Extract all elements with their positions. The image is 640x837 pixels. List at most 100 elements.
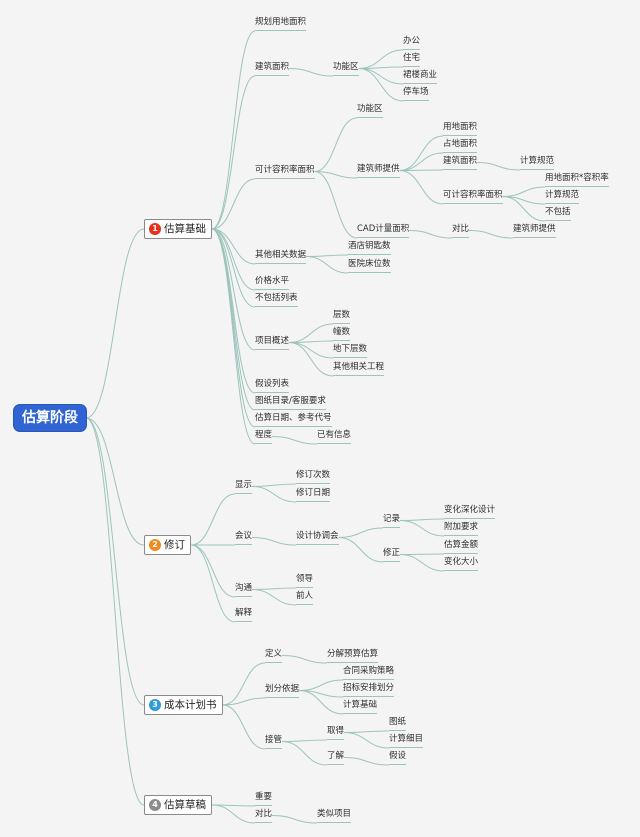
node-revision-count[interactable]: 修订次数 (296, 469, 331, 484)
node-far-sub-area[interactable]: 可计容积率面积 (443, 189, 503, 204)
node-similar-projects[interactable]: 类似项目 (317, 808, 352, 823)
connector-node-compare-to-node-architect-provided-2 (469, 230, 514, 239)
node-land-use-area[interactable]: 用地面积 (443, 121, 478, 136)
node-far-area[interactable]: 可计容积率面积 (255, 164, 315, 179)
node-previous[interactable]: 前人 (296, 590, 314, 605)
number-3-icon: 3 (149, 699, 161, 711)
connector-node-far-building-area-to-node-calc-rule-1 (477, 162, 521, 171)
connector-node-project-overview-to-node-floors (289, 323, 334, 343)
node-far-function-zone[interactable]: 功能区 (357, 103, 383, 118)
node-calc-rule-1[interactable]: 计算规范 (520, 155, 555, 170)
number-4-icon: 4 (149, 799, 161, 811)
node-obtain[interactable]: 取得 (327, 725, 345, 740)
connector-branch-estimate-basis-to-node-building-area (211, 75, 256, 230)
node-estimate-date[interactable]: 估算日期、参考代号 (255, 412, 332, 427)
node-display[interactable]: 显示 (235, 479, 253, 494)
node-leader[interactable]: 领导 (296, 573, 314, 588)
node-calc-basis[interactable]: 计算基础 (343, 699, 378, 714)
branch-label: 估算基础 (164, 223, 206, 235)
node-parking[interactable]: 停车场 (403, 86, 429, 101)
connector-branch-revision-to-node-display (190, 493, 236, 546)
connector-node-communicate-to-node-previous (252, 589, 297, 606)
node-building-area[interactable]: 建筑面积 (255, 61, 290, 76)
node-project-overview[interactable]: 项目概述 (255, 335, 290, 350)
node-other-works[interactable]: 其他相关工程 (333, 361, 385, 376)
node-housing[interactable]: 住宅 (403, 52, 421, 67)
node-important[interactable]: 重要 (255, 791, 273, 806)
node-excluded[interactable]: 不包括 (545, 206, 571, 221)
connector-node-far-area-to-node-cad-area (314, 171, 358, 239)
connector-branch-revision-to-node-explain (190, 544, 236, 623)
node-definition[interactable]: 定义 (265, 648, 283, 663)
node-assumptions[interactable]: 假设列表 (255, 378, 290, 393)
node-record[interactable]: 记录 (383, 513, 401, 528)
node-footprint-area[interactable]: 占地面积 (443, 138, 478, 153)
connector-branch-cost-plan-to-node-division-basis (222, 697, 266, 706)
connector-node-takeover-to-node-understand (282, 741, 328, 766)
connector-node-architect-provided-to-node-far-building-area (399, 169, 444, 171)
node-cad-area[interactable]: CAD计量面积 (357, 223, 410, 238)
connector-node-architect-provided-to-node-land-use-area (399, 135, 444, 171)
node-meeting[interactable]: 会议 (235, 530, 253, 545)
connector-branch-estimate-basis-to-node-far-area (211, 178, 256, 230)
node-calc-details[interactable]: 计算细目 (389, 733, 424, 748)
node-basement-floors[interactable]: 地下层数 (333, 343, 368, 358)
node-contract-strategy[interactable]: 合同采购策略 (343, 665, 395, 680)
node-communicate[interactable]: 沟通 (235, 582, 253, 597)
node-drawing-list[interactable]: 图纸目录/客服要求 (255, 395, 326, 410)
node-extra-requirement[interactable]: 附加要求 (444, 521, 479, 536)
node-amend[interactable]: 修正 (383, 547, 401, 562)
node-change-size[interactable]: 变化大小 (444, 556, 479, 571)
number-2-icon: 2 (149, 539, 161, 551)
node-other-data[interactable]: 其他相关数据 (255, 249, 307, 264)
node-hotel-keys[interactable]: 酒店钥匙数 (348, 240, 391, 255)
node-floors[interactable]: 层数 (333, 309, 351, 324)
node-planning-area[interactable]: 规划用地面积 (255, 16, 307, 31)
connector-node-obtain-to-node-calc-details (344, 732, 390, 749)
connector-branch-estimate-basis-to-node-exclusions-list (211, 228, 256, 308)
node-level[interactable]: 程度 (255, 429, 273, 444)
connector-node-project-overview-to-node-basement-floors (289, 342, 334, 359)
node-design-change[interactable]: 变化深化设计 (444, 504, 496, 519)
connector-branch-estimate-basis-to-node-price-level (211, 228, 256, 291)
root-node[interactable]: 估算阶段 (14, 405, 86, 431)
node-takeover[interactable]: 接管 (265, 734, 283, 749)
node-assume[interactable]: 假设 (389, 750, 407, 765)
node-architect-provided-2[interactable]: 建筑师提供 (513, 223, 556, 238)
node-division-basis[interactable]: 划分依据 (265, 683, 300, 698)
node-buildings[interactable]: 幢数 (333, 326, 351, 341)
node-coordination-meeting[interactable]: 设计协调会 (296, 530, 339, 545)
node-function-zone[interactable]: 功能区 (333, 61, 359, 76)
node-explain[interactable]: 解释 (235, 607, 253, 622)
node-existing-info[interactable]: 已有信息 (317, 429, 352, 444)
node-compare[interactable]: 对比 (452, 223, 470, 238)
node-architect-provided[interactable]: 建筑师提供 (357, 163, 400, 178)
node-understand[interactable]: 了解 (327, 750, 345, 765)
node-hospital-beds[interactable]: 医院床位数 (348, 258, 391, 273)
node-estimate-amount[interactable]: 估算金额 (444, 539, 479, 554)
connector-node-far-sub-area-to-node-land-times-far (502, 186, 546, 197)
number-1-icon: 1 (149, 223, 161, 235)
node-contrast[interactable]: 对比 (255, 808, 273, 823)
node-podium-retail[interactable]: 裙楼商业 (403, 69, 438, 84)
node-price-level[interactable]: 价格水平 (255, 275, 290, 290)
node-revision-date[interactable]: 修订日期 (296, 487, 331, 502)
node-office[interactable]: 办公 (403, 35, 421, 50)
node-tender-division[interactable]: 招标安排划分 (343, 682, 395, 697)
connector-node-other-data-to-node-hospital-beds (306, 256, 349, 274)
node-far-building-area[interactable]: 建筑面积 (443, 155, 478, 170)
branch-label: 估算草稿 (164, 799, 206, 811)
node-exclusions-list[interactable]: 不包括列表 (255, 292, 298, 307)
node-land-times-far[interactable]: 用地面积*容积率 (545, 172, 609, 187)
connector-node-function-zone-to-node-podium-retail (358, 68, 404, 85)
connector-node-display-to-node-revision-date (252, 486, 297, 503)
node-calc-rule-2[interactable]: 计算规范 (545, 189, 580, 204)
branch-label: 成本计划书 (164, 699, 217, 711)
node-decompose-estimate[interactable]: 分解预算估算 (327, 648, 379, 663)
node-drawings[interactable]: 图纸 (389, 716, 407, 731)
